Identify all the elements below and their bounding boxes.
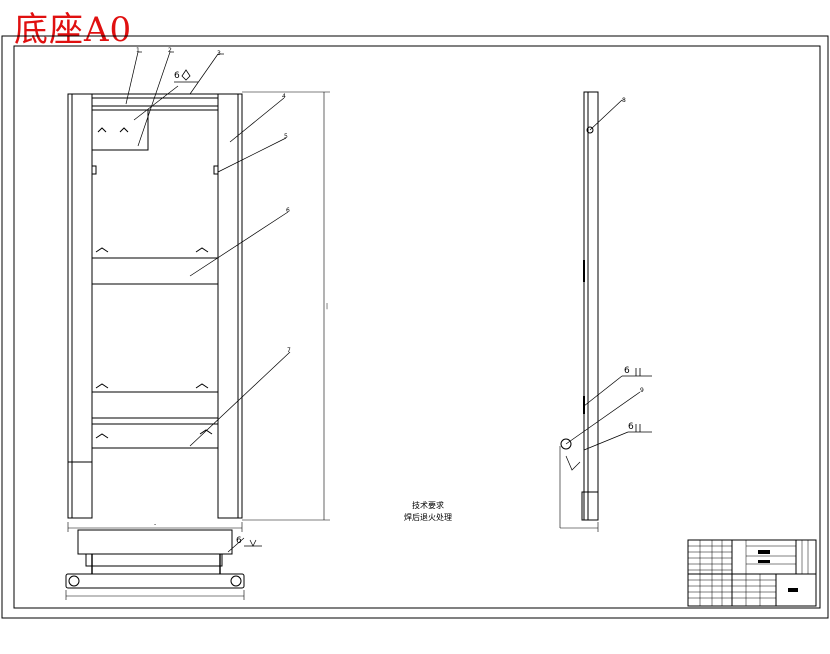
technical-requirements: 技术要求 焊后退火处理 xyxy=(400,500,456,524)
svg-text:|: | xyxy=(326,303,328,310)
right-column xyxy=(217,93,243,519)
top-plate xyxy=(91,109,149,151)
lower-beam-2 xyxy=(91,423,219,449)
bottom-view xyxy=(65,529,262,600)
tech-req-line-1: 焊后退火处理 xyxy=(404,513,452,522)
svg-text:2: 2 xyxy=(168,47,172,54)
svg-text:4: 4 xyxy=(282,93,286,100)
svg-text:5: 5 xyxy=(284,133,288,140)
left-foot xyxy=(67,461,93,519)
drawing-stamp-title: 底座A0 xyxy=(14,10,133,50)
svg-text:-: - xyxy=(154,521,156,528)
sheet-border xyxy=(1,35,829,619)
front-view-callouts: 1 2 3 4 5 6 7 - | xyxy=(136,47,328,528)
tech-req-title: 技术要求 xyxy=(412,501,444,510)
svg-text:3: 3 xyxy=(217,50,221,57)
side-view xyxy=(559,91,599,532)
lower-beam-1 xyxy=(91,391,219,419)
side-view-leaders xyxy=(565,99,652,471)
side-weld-symbols xyxy=(635,368,641,432)
top-beam xyxy=(91,93,219,111)
side-callout-9: 9 xyxy=(640,387,644,394)
weld-size-side-2: 6 xyxy=(628,422,634,432)
svg-text:1: 1 xyxy=(136,47,140,54)
front-view-leaders xyxy=(125,51,291,447)
title-block xyxy=(687,539,817,607)
middle-beam xyxy=(91,257,219,285)
svg-text:6: 6 xyxy=(286,207,290,214)
front-view xyxy=(67,91,330,532)
svg-text:7: 7 xyxy=(287,347,291,354)
weld-size-top: 6 xyxy=(174,71,180,81)
weld-symbol-top xyxy=(174,69,198,83)
weld-size-bottom: 6 xyxy=(236,536,242,546)
weld-size-side-1: 6 xyxy=(624,366,630,376)
side-callout-8: 8 xyxy=(622,97,626,104)
